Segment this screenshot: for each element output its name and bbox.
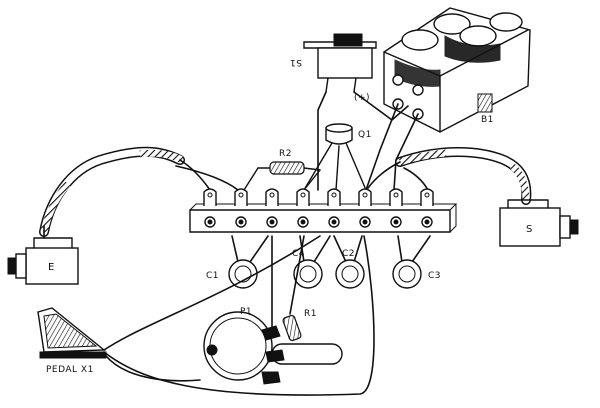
label-s: S [526,224,532,235]
potentiometer-p1 [203,235,343,385]
pedal-x1 [37,307,107,359]
label-r2: R2 [279,149,292,159]
label-r1: R1 [304,309,317,319]
resistor-r2 [243,161,321,191]
jack-s [499,199,579,247]
terminal-lug [358,188,372,228]
switch-s1 [303,33,377,93]
wiring-bottom [43,225,375,396]
terminal-strip [189,188,458,233]
label-p1: P1 [240,307,252,317]
capacitor-c1 [228,235,269,289]
terminal-lug [389,188,403,228]
transistor-q1 [303,123,367,191]
resistor-r1 [282,235,305,342]
label-c2: C2 [342,249,355,259]
capacitor-c3 [392,235,431,289]
capacitor-c4 [293,235,331,289]
label-s1: S1 [290,57,302,67]
battery-holder-b1 [383,7,531,133]
label-b1: B1 [481,115,494,125]
terminal-lug [296,188,310,228]
label-pedal: PEDAL X1 [46,365,94,375]
label-e: E [48,262,54,273]
terminal-lug [420,188,434,228]
terminal-lug [327,188,341,228]
label-q1: Q1 [358,130,372,140]
capacitor-c2 [333,235,365,289]
jack-e [7,231,79,285]
shielded-cable-left [39,146,239,237]
terminal-lug [234,188,248,228]
label-c1: C1 [206,271,219,281]
label-c4: C4 [292,249,305,259]
terminal-lug [265,188,279,228]
label-c3: C3 [428,271,441,281]
terminal-lug [203,188,217,228]
shielded-cable-right [367,147,532,205]
